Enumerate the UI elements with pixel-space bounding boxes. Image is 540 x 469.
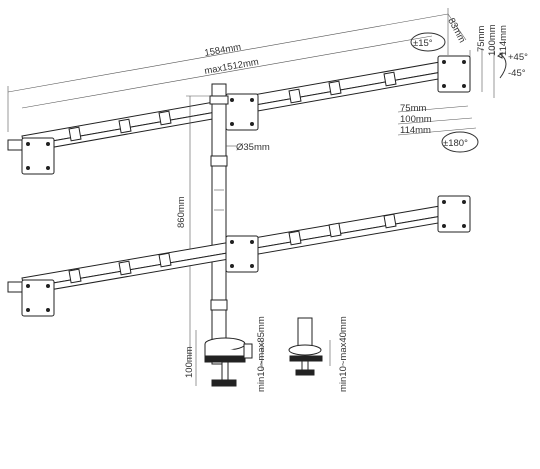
tilt-indicator: +45° -45° [497,52,528,79]
grommet-mount [288,317,323,376]
dimension-depth: 83mm [445,13,467,45]
clamp-height-label: 100mm [184,346,195,378]
grommet-range-label: min10~max40mm [338,316,349,392]
pole-height-dim: 860mm [176,95,210,360]
vesa-plate-upper-left [7,137,55,175]
rotate-indicator: ±180° [441,131,479,153]
dim-max1512-label: max1512mm [204,57,260,77]
pole-diameter-label: Ø35mm [236,142,270,153]
dim-1584-label: 1584mm [204,42,242,59]
clamp-range-dim: min10~max85mm [256,316,267,392]
pole-height-label: 860mm [176,196,187,228]
dimension-vesa-horizontal: 75mm 100mm 114mm [397,103,477,136]
vesa-plate-lower-left [7,279,55,317]
dim-100-vertical: 100mm [487,24,498,56]
rotate-label: ±180° [443,138,468,149]
tilt-up-label: +45° [508,52,528,63]
dim-83-label: 83mm [445,16,467,45]
dim-75-horizontal: 75mm [400,103,426,114]
desk-clamp [204,337,253,387]
swivel-label: ±15° [413,38,433,49]
vesa-plate-lower-center [225,235,259,273]
clamp-range-label: min10~max85mm [256,316,267,392]
dimension-vesa-vertical: 75mm 100mm 114mm [469,24,509,98]
grommet-range-dim: min10~max40mm [329,316,349,392]
dim-114-horizontal: 114mm [400,125,431,136]
vesa-plate-upper-center [225,93,259,131]
vesa-plate-lower-right [437,195,471,233]
clamp-height-dim: 100mm [184,330,197,386]
dim-100-horizontal: 100mm [400,114,432,125]
pole [209,83,229,365]
swivel-indicator: ±15° [410,32,446,52]
tilt-down-label: -45° [508,68,526,79]
vesa-plate-upper-right [437,55,471,93]
pole-diameter-dim: Ø35mm [226,142,270,153]
dim-114-vertical: 114mm [498,25,509,56]
dim-75-vertical: 75mm [476,26,487,52]
